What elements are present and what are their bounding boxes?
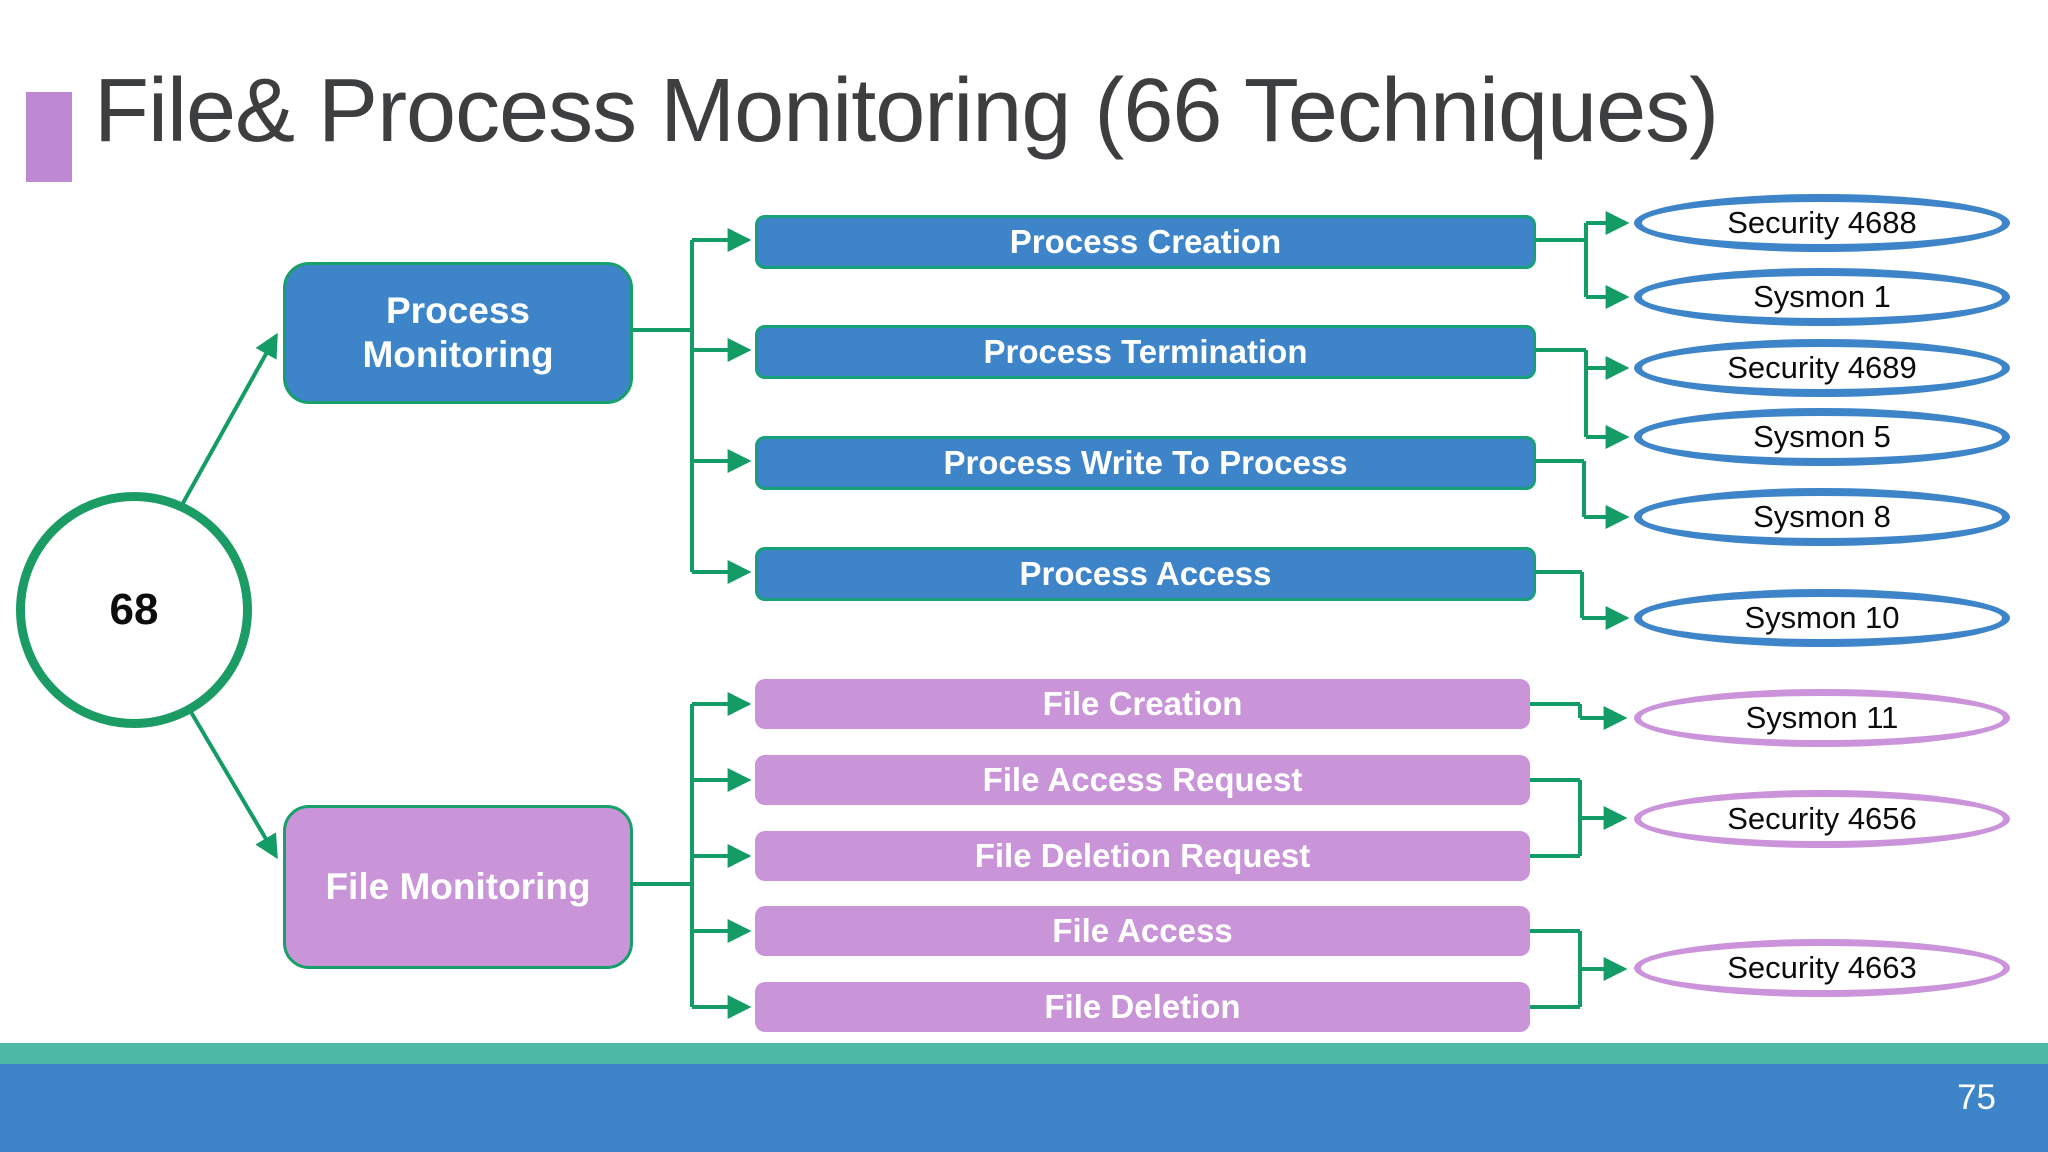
- page-number: 75: [1957, 1078, 1996, 1117]
- edge-root-to-file: [176, 688, 278, 860]
- file-left-trunk: [627, 704, 694, 1007]
- process-write-right-trunk: [1530, 459, 1586, 517]
- source-ellipse: Security 4688: [1634, 194, 2010, 252]
- file-event-bar: File Deletion Request: [755, 831, 1530, 881]
- process-left-trunk: [627, 240, 694, 572]
- source-ellipse: Sysmon 10: [1634, 589, 2010, 647]
- file-action-right-trunk: [1530, 929, 1582, 1009]
- process-event-bar: Process Termination: [755, 325, 1536, 379]
- process-creation-right-trunk: [1530, 223, 1588, 297]
- source-ellipse: Sysmon 1: [1634, 268, 2010, 326]
- process-event-bar: Process Creation: [755, 215, 1536, 269]
- file-request-right-trunk: [1530, 778, 1582, 858]
- source-ellipse: Security 4656: [1634, 790, 2010, 848]
- footer-accent-stripe: [0, 1043, 2048, 1064]
- process-termination-right-trunk: [1530, 348, 1588, 437]
- file-event-bar: File Creation: [755, 679, 1530, 729]
- source-ellipse: Sysmon 11: [1634, 689, 2010, 747]
- file-event-bar: File Access: [755, 906, 1530, 956]
- source-ellipse: Security 4689: [1634, 339, 2010, 397]
- process-monitoring-box: Process Monitoring: [283, 262, 633, 404]
- file-event-bar: File Deletion: [755, 982, 1530, 1032]
- process-event-bar: Process Access: [755, 547, 1536, 601]
- file-creation-right-trunk: [1530, 702, 1582, 718]
- source-ellipse: Sysmon 8: [1634, 488, 2010, 546]
- source-ellipse: Sysmon 5: [1634, 408, 2010, 466]
- process-event-bar: Process Write To Process: [755, 436, 1536, 490]
- source-ellipse: Security 4663: [1634, 939, 2010, 997]
- edge-root-to-process: [176, 332, 278, 513]
- footer-bar: 75: [0, 1064, 2048, 1152]
- title-accent-bar: [26, 92, 72, 182]
- slide-title: File& Process Monitoring (66 Techniques): [94, 61, 1719, 161]
- file-event-bar: File Access Request: [755, 755, 1530, 805]
- technique-count-circle: 68: [16, 492, 252, 728]
- process-access-right-trunk: [1530, 570, 1584, 618]
- file-monitoring-box: File Monitoring: [283, 805, 633, 969]
